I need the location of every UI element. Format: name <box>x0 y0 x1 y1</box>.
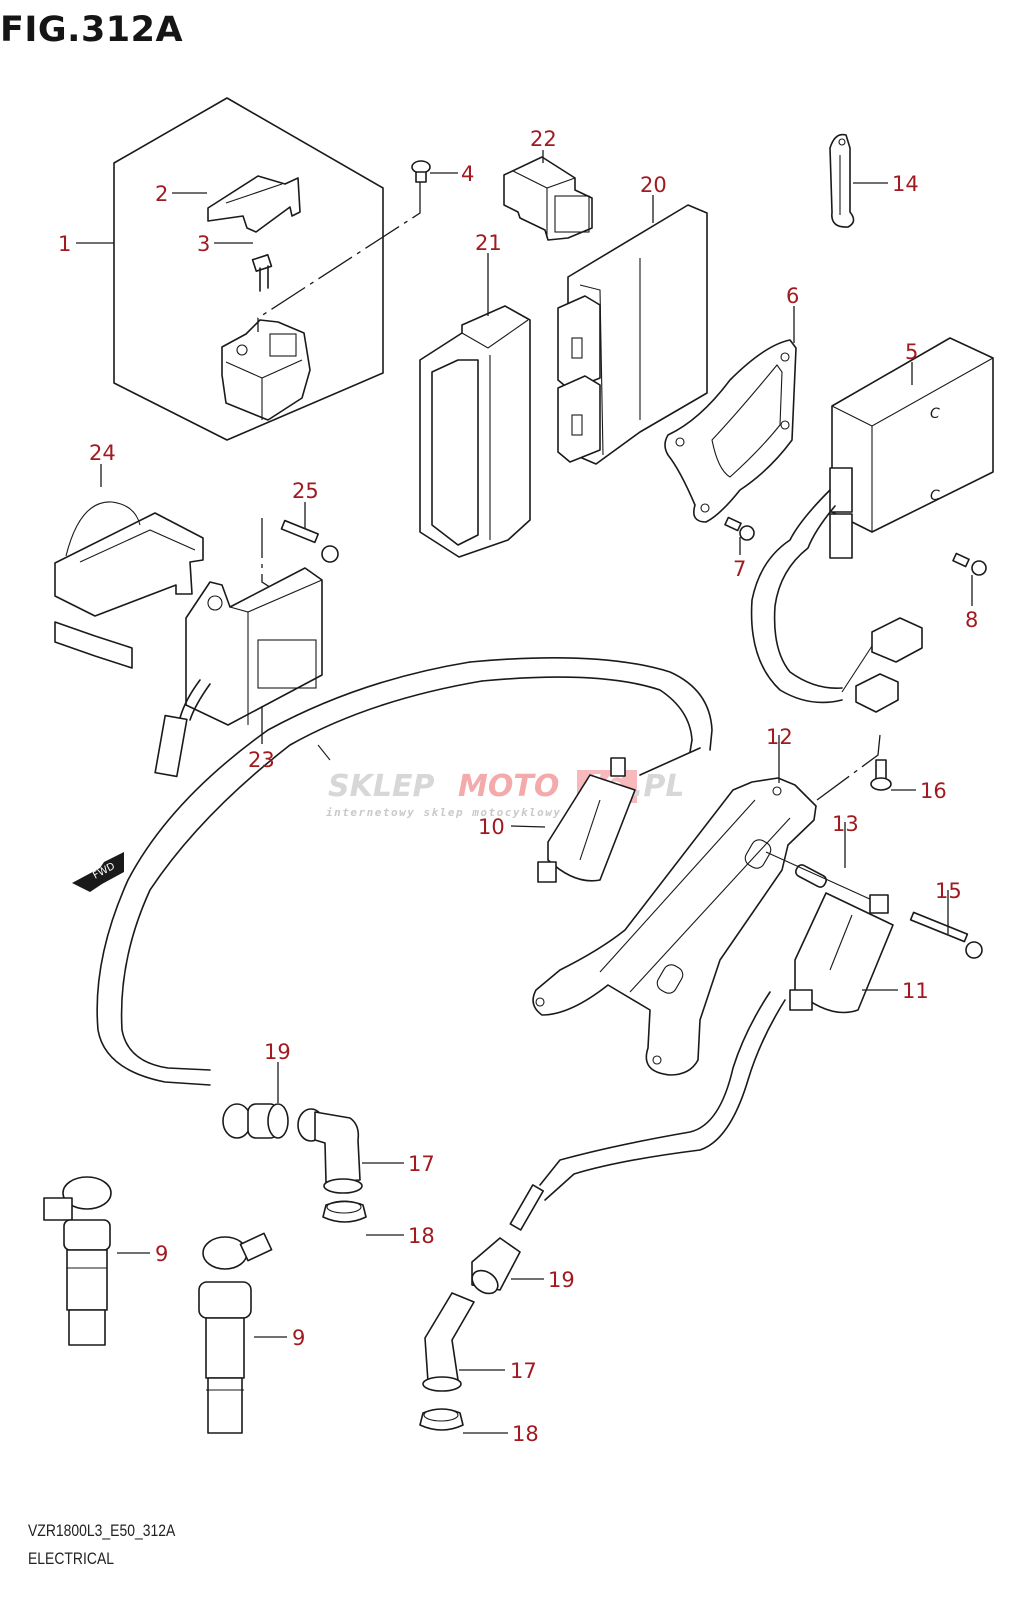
control-unit-mark: C <box>930 488 940 504</box>
band-14[interactable] <box>829 133 855 228</box>
spacer-13[interactable] <box>765 851 884 906</box>
model-code: VZR1800L3_E50_312A <box>28 1521 176 1540</box>
callout-4[interactable]: 4 <box>461 162 474 186</box>
callout-6[interactable]: 6 <box>786 284 799 308</box>
callout-19-lower[interactable]: 19 <box>548 1268 575 1292</box>
harness-connector-2[interactable] <box>855 673 899 713</box>
callout-22[interactable]: 22 <box>530 127 557 151</box>
plug-cap-17-upper[interactable] <box>297 1108 363 1194</box>
callout-20[interactable]: 20 <box>640 173 667 197</box>
bracket-6[interactable] <box>664 339 797 523</box>
ecm-20[interactable] <box>557 204 708 465</box>
watermark-brand-part2: MOTO <box>458 769 559 804</box>
callout-23[interactable]: 23 <box>248 748 275 772</box>
coil-11-terminal[interactable] <box>789 989 813 1011</box>
bolt-16-leader <box>816 734 881 801</box>
callout-1[interactable]: 1 <box>58 232 71 256</box>
callout-17-lower[interactable]: 17 <box>510 1359 537 1383</box>
callout-24[interactable]: 24 <box>89 441 116 465</box>
watermark-brand-part1: SKLEP <box>328 769 434 804</box>
screw-25[interactable] <box>280 519 339 563</box>
ecm-cover-21[interactable] <box>419 305 531 558</box>
section-name: ELECTRICAL <box>28 1549 114 1568</box>
callout-18-lower[interactable]: 18 <box>512 1422 539 1446</box>
coil-10-terminal-top[interactable] <box>610 757 626 777</box>
fwd-arrow-icon <box>72 852 124 892</box>
screw-4[interactable] <box>411 160 431 183</box>
callout-9-right[interactable]: 9 <box>292 1326 305 1350</box>
callouts: 1 2 3 4 5 6 7 8 9 9 10 11 12 13 14 15 16… <box>58 127 978 1446</box>
callout-5[interactable]: 5 <box>905 340 918 364</box>
plug-cap-9-right[interactable] <box>198 1232 273 1434</box>
relay-cover-drawing[interactable] <box>207 175 301 233</box>
callout-12[interactable]: 12 <box>766 725 793 749</box>
control-unit-connector-upper[interactable] <box>829 467 853 513</box>
fuse-drawing[interactable] <box>251 254 273 272</box>
callout-17-upper[interactable]: 17 <box>408 1152 435 1176</box>
plug-cap-9-connector[interactable] <box>43 1197 73 1221</box>
grommet-19-lower[interactable] <box>468 1237 521 1298</box>
sensor-bracket-24[interactable] <box>54 501 204 669</box>
bolt-7[interactable] <box>724 516 755 541</box>
seal-18-upper[interactable] <box>322 1200 367 1223</box>
control-unit-connector-lower[interactable] <box>829 513 853 559</box>
plug-cap-17-lower[interactable] <box>422 1292 475 1392</box>
bolt-15[interactable] <box>909 911 983 959</box>
callout-21[interactable]: 21 <box>475 231 502 255</box>
assembly-frame <box>113 97 384 441</box>
ignition-coil-10[interactable] <box>537 747 701 883</box>
callout-14[interactable]: 14 <box>892 172 919 196</box>
callout-19-upper[interactable]: 19 <box>264 1040 291 1064</box>
grommet-19-upper[interactable] <box>222 1103 289 1139</box>
figure-title: FIG.312A <box>0 10 184 50</box>
coil-bracket-12[interactable] <box>532 777 817 1076</box>
callout-11[interactable]: 11 <box>902 979 929 1003</box>
high-tension-cord-front[interactable] <box>96 656 713 1086</box>
callout-7[interactable]: 7 <box>733 557 746 581</box>
tip-over-sensor-23[interactable] <box>154 567 323 778</box>
callout-15[interactable]: 15 <box>935 879 962 903</box>
forward-direction-marker: FWD <box>72 852 124 892</box>
callout-9-left[interactable]: 9 <box>155 1242 168 1266</box>
callout-25[interactable]: 25 <box>292 479 319 503</box>
callout-8[interactable]: 8 <box>965 608 978 632</box>
control-unit-5[interactable]: C C <box>750 337 994 713</box>
ecm-connector-lower[interactable] <box>557 375 601 463</box>
high-tension-cord-rear[interactable] <box>509 991 786 1231</box>
harness-connector-1[interactable] <box>871 617 923 663</box>
leader-lines <box>76 150 973 1434</box>
coil-11-terminal-top[interactable] <box>869 894 889 914</box>
starter-relay-group <box>113 97 421 441</box>
bolt-16[interactable] <box>870 759 892 791</box>
callout-10[interactable]: 10 <box>478 815 505 839</box>
bolt-8[interactable] <box>952 552 987 576</box>
screw-leader <box>257 182 421 332</box>
callout-18-upper[interactable]: 18 <box>408 1224 435 1248</box>
starter-relay-drawing[interactable] <box>221 319 311 421</box>
ecm-connector-upper[interactable] <box>557 295 601 391</box>
watermark-tagline: internetowy sklep motocyklowy <box>326 806 562 819</box>
callout-13[interactable]: 13 <box>832 812 859 836</box>
callout-16[interactable]: 16 <box>920 779 947 803</box>
relay-22[interactable] <box>503 156 593 241</box>
plug-cap-9-left[interactable] <box>43 1176 112 1346</box>
seal-18-lower[interactable] <box>419 1408 464 1431</box>
coil-10-terminal[interactable] <box>537 861 557 883</box>
callout-2[interactable]: 2 <box>155 182 168 206</box>
sensor-cable-plug[interactable] <box>154 714 188 778</box>
control-unit-mark: C <box>930 406 940 422</box>
callout-3[interactable]: 3 <box>197 232 210 256</box>
plug-cap-9-connector[interactable] <box>239 1232 273 1262</box>
ignition-coil-11[interactable] <box>789 892 894 1014</box>
